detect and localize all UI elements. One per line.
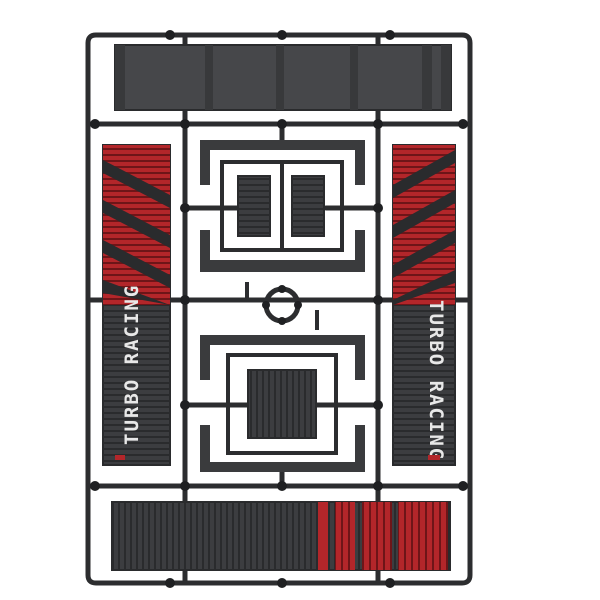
top-roof-panel bbox=[114, 44, 452, 111]
left-panel-label: TURBO RACING bbox=[121, 284, 143, 445]
sprue-hub-ring bbox=[245, 282, 319, 330]
lower-door-assembly bbox=[200, 335, 365, 472]
sprue-gate-nubs bbox=[90, 30, 468, 588]
left-side-panel: TURBO RACING bbox=[102, 144, 171, 466]
right-panel-label: TURBO RACING bbox=[425, 300, 447, 461]
right-side-panel: TURBO RACING bbox=[392, 144, 456, 466]
bottom-floor-panel bbox=[111, 501, 451, 571]
upper-door-assembly bbox=[200, 140, 365, 272]
